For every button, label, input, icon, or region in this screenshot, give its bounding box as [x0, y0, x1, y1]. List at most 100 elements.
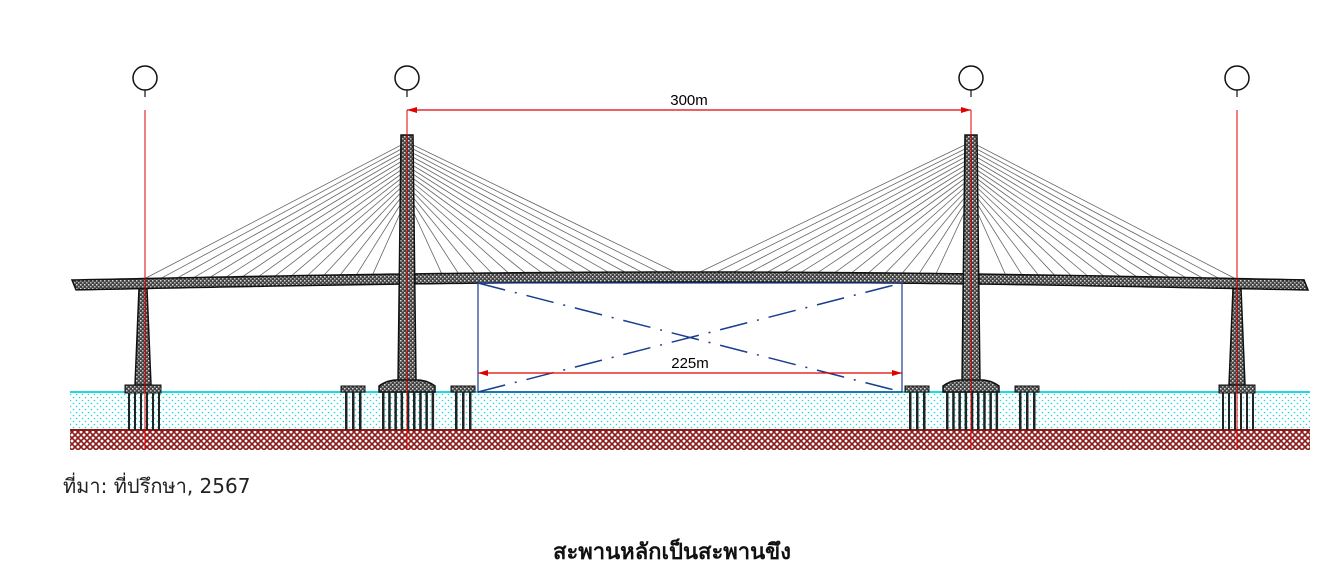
stay-cable [177, 149, 408, 279]
stay-cable [226, 161, 408, 278]
foundation-pile [1246, 393, 1248, 430]
stay-cable [406, 141, 676, 273]
auxiliary-pier-cap [340, 385, 366, 393]
stay-cable [356, 193, 408, 275]
stay-cable [970, 165, 1137, 277]
foundation-pile [916, 392, 919, 430]
foundation-pile [146, 393, 148, 430]
foundation-pile [419, 392, 422, 430]
foundation-pile [964, 392, 968, 430]
stay-cable [307, 181, 408, 276]
foundation-pile [977, 392, 980, 430]
foundation-pile [1234, 393, 1236, 430]
stay-cable [406, 193, 459, 274]
stay-cable [970, 185, 1055, 276]
stay-cable [970, 169, 1121, 277]
stay-cable [193, 153, 408, 278]
foundation-pile [394, 392, 397, 430]
foundation-pile [462, 392, 465, 430]
foundation-pile [970, 392, 974, 430]
stay-cable [144, 141, 408, 279]
foundation-pile [140, 393, 142, 430]
stay-cable [750, 153, 972, 273]
stay-cable [800, 165, 972, 273]
stay-cable [970, 141, 1236, 279]
clearance-label: 225m [671, 355, 709, 372]
stay-cable [834, 173, 972, 273]
stay-cable [918, 193, 972, 274]
stay-cable [868, 181, 972, 274]
foundation-pile [152, 393, 154, 430]
stay-cable [970, 161, 1154, 278]
stay-cable [970, 173, 1105, 277]
clearance-dimension: 225m [478, 355, 902, 376]
stay-cable [970, 157, 1170, 278]
foundation-pile [359, 392, 362, 430]
stay-cable [851, 177, 972, 273]
auxiliary-pier-cap [904, 385, 930, 393]
stay-cable [970, 177, 1088, 277]
stay-cable [970, 149, 1203, 279]
stay-cable [406, 185, 492, 274]
foundation-pile [923, 392, 926, 430]
auxiliary-pier-cap [450, 385, 476, 393]
foundation-pile [352, 392, 355, 430]
axis-marker-circle [1224, 65, 1250, 91]
foundation-pile [128, 393, 130, 430]
foundation-pile [1026, 392, 1029, 430]
side-pier-cap [124, 384, 162, 394]
foundation-pile [1222, 393, 1224, 430]
auxiliary-pier-cap [1014, 385, 1040, 393]
main-span-dimension: 300m [407, 92, 971, 113]
stay-cable [242, 165, 408, 277]
stay-cable [716, 145, 972, 273]
foundation-pile [382, 392, 385, 430]
foundation-pile [425, 392, 428, 430]
foundation-pile [413, 392, 416, 430]
stay-cable [406, 145, 659, 273]
foundation-pile [909, 392, 912, 430]
stay-cable [323, 185, 408, 276]
bridge-deck [70, 271, 1310, 291]
foundation-pile [946, 392, 949, 430]
stay-cable [699, 141, 972, 273]
stay-cable [970, 193, 1023, 275]
foundation-pile [952, 392, 955, 430]
stay-cable [406, 161, 592, 273]
stay-cable [258, 169, 408, 277]
foundation-pile [1252, 393, 1254, 430]
foundation-pile [1240, 393, 1242, 430]
foundation-pile [1033, 392, 1036, 430]
foundation-pile [1228, 393, 1230, 430]
stay-cables [144, 141, 1236, 279]
stay-cable [885, 185, 972, 274]
source-caption: ที่มา: ที่ปรึกษา, 2567 [63, 474, 251, 498]
stay-cable [339, 189, 408, 276]
stay-cable [406, 157, 609, 273]
axis-marker-circle [132, 65, 158, 91]
stay-cable [406, 181, 509, 274]
stay-cable [209, 157, 408, 278]
stay-cable [817, 169, 972, 273]
foundation-pile [455, 392, 458, 430]
side-pier [134, 287, 152, 386]
foundation-pile [400, 392, 404, 430]
foundation-pile [469, 392, 472, 430]
foundation-pile [388, 392, 391, 430]
grid-axes [132, 65, 1250, 450]
stay-cable [274, 173, 408, 277]
foundation-pile [995, 392, 999, 430]
stay-cable [970, 153, 1186, 278]
stay-cable [406, 169, 559, 273]
stay-cable [161, 145, 408, 279]
stay-cable [406, 149, 642, 273]
stay-cable [767, 157, 972, 273]
stay-cable [784, 161, 972, 273]
stay-cable [970, 181, 1072, 276]
stay-cable [970, 145, 1219, 279]
stay-cable [291, 177, 408, 277]
foundation-pile [134, 393, 136, 430]
figure-title: สะพานหลักเป็นสะพานขึง [553, 540, 791, 565]
stay-cable [406, 189, 476, 274]
main-span-label: 300m [670, 92, 708, 109]
